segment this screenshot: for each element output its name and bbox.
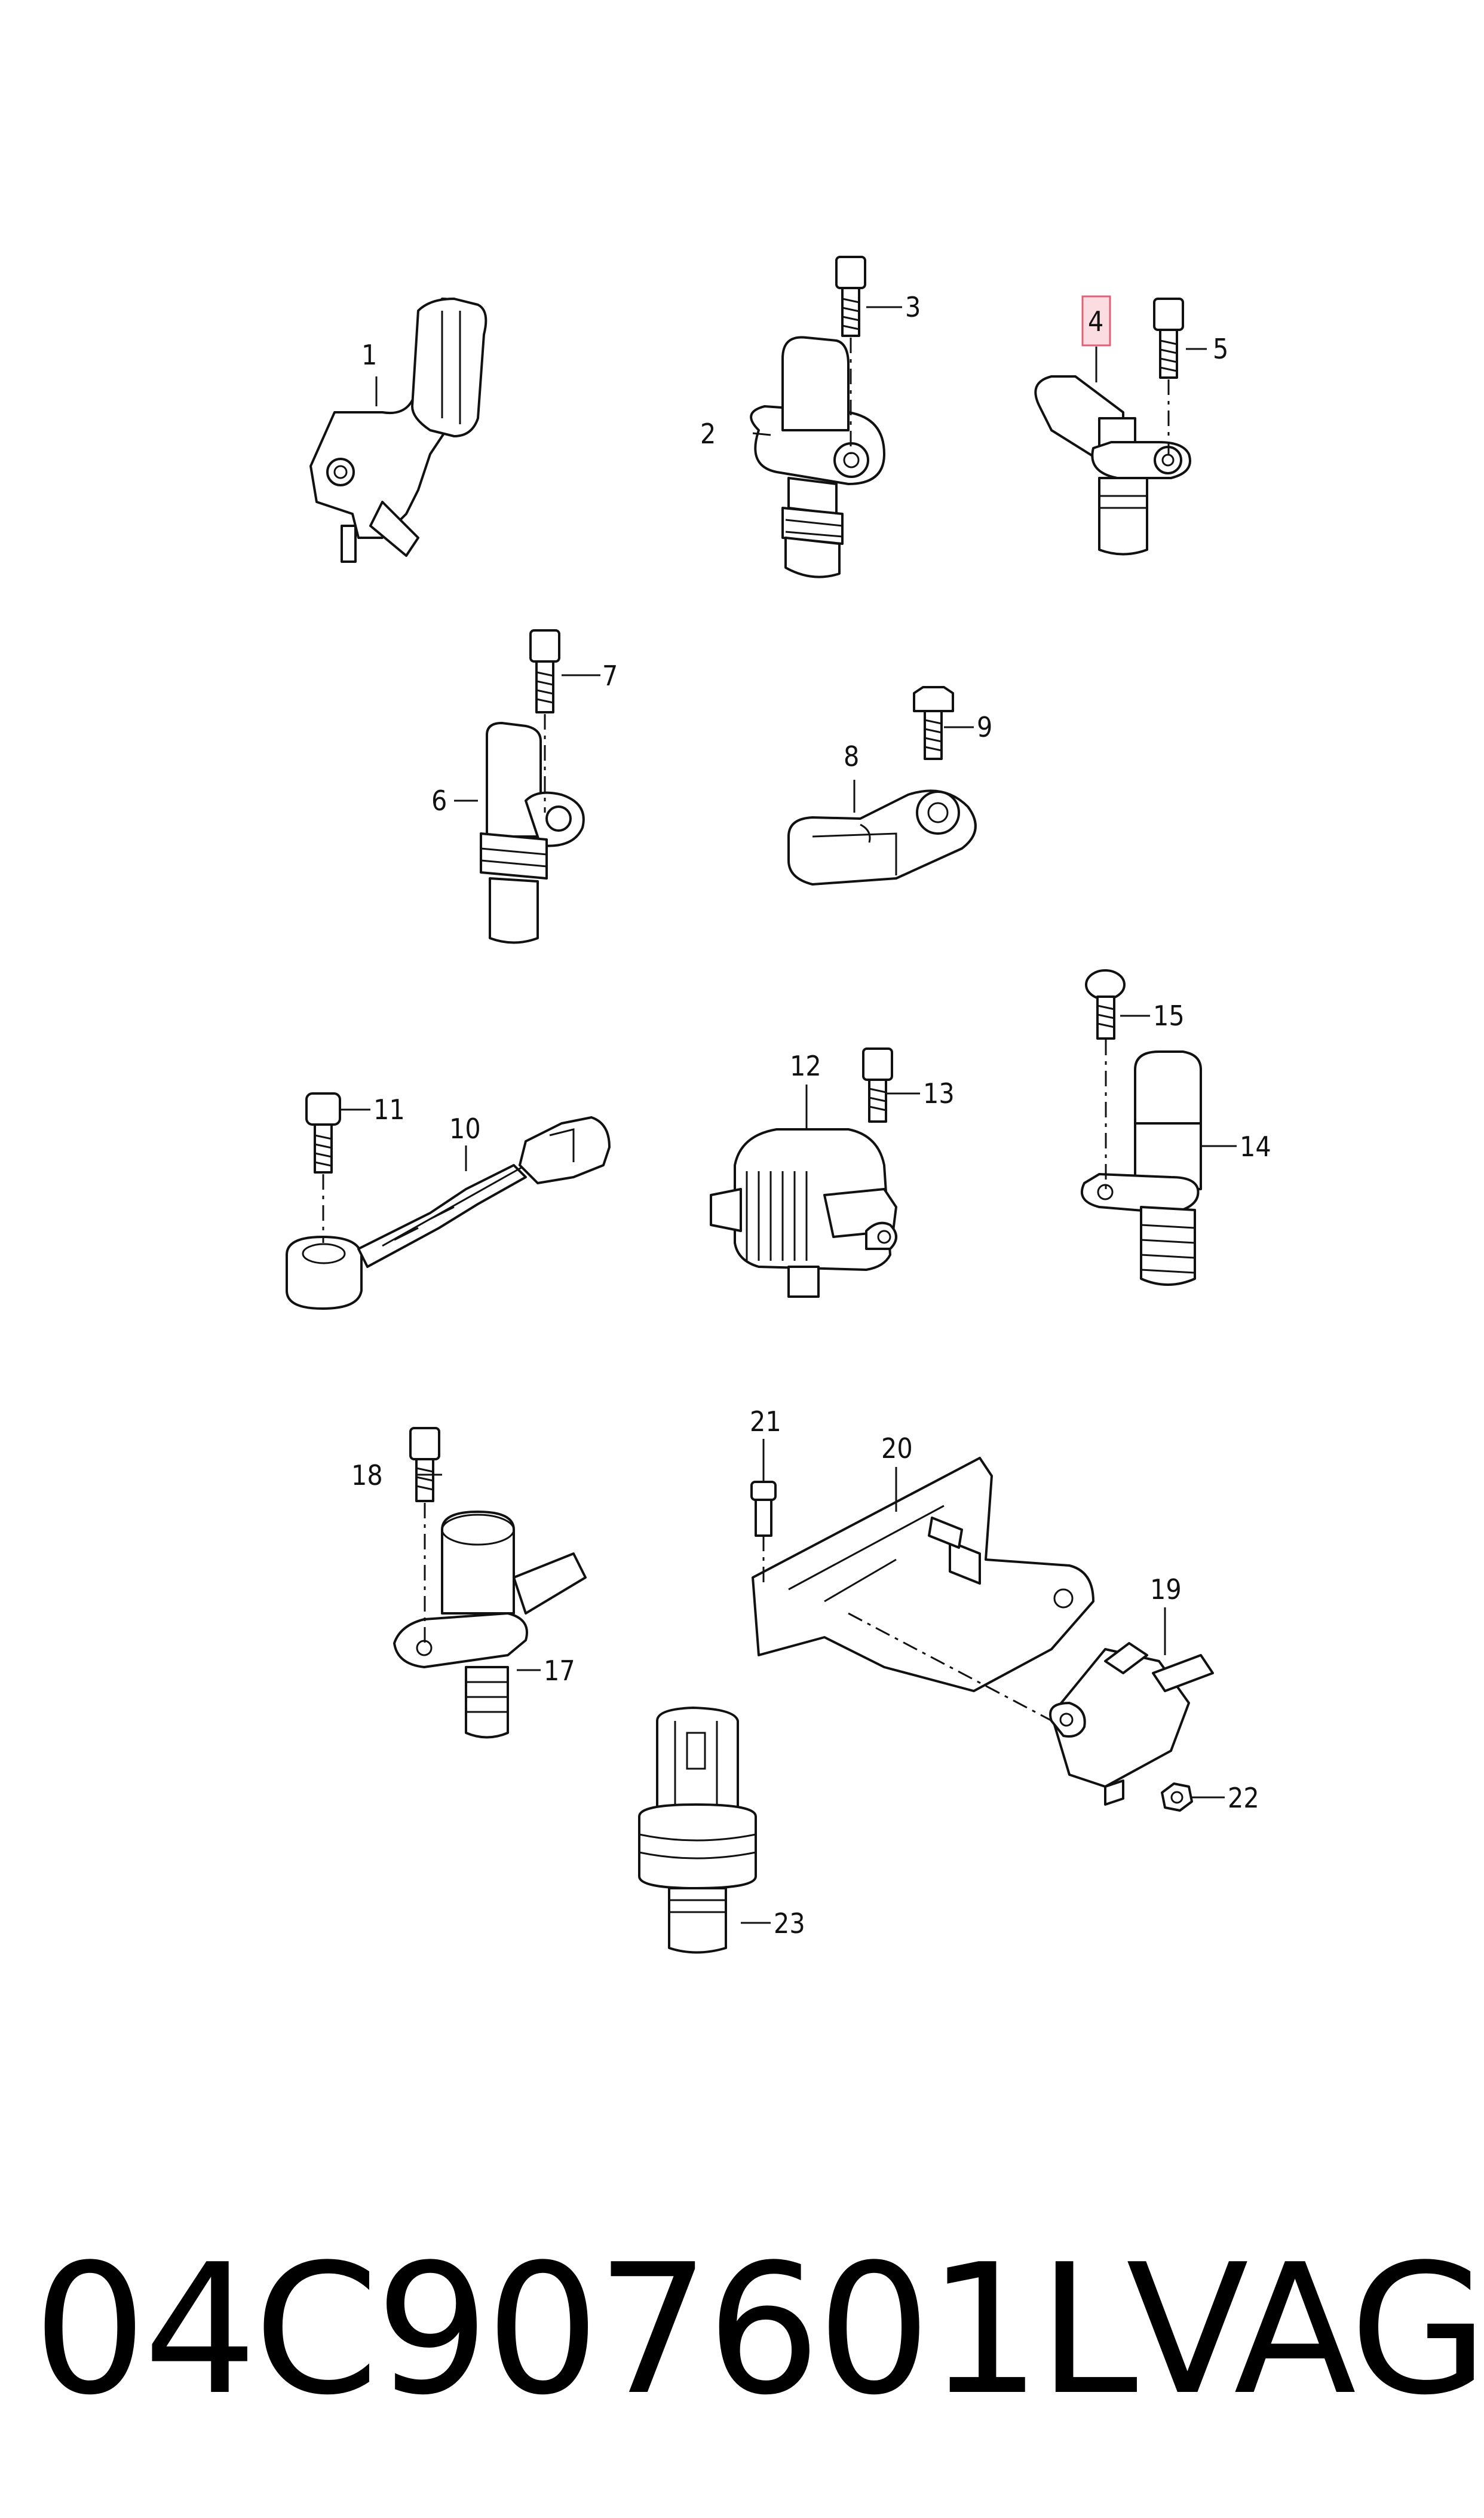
callout-10: 10 <box>449 1113 481 1145</box>
brand-name: VAG <box>1126 2226 1484 2434</box>
callout-21: 21 <box>750 1405 781 1438</box>
callout-3: 3 <box>905 291 921 323</box>
part-21-bolt <box>750 1481 777 1583</box>
part-1-sensor <box>309 298 487 563</box>
callout-15: 15 <box>1153 1000 1185 1032</box>
part-2-sensor <box>750 336 885 578</box>
callout-1: 1 <box>361 339 377 371</box>
part-4-sensor <box>1034 375 1191 556</box>
callout-4-highlight <box>1081 295 1111 347</box>
part-22-nut <box>1161 1782 1193 1812</box>
part-9-bolt <box>913 686 954 760</box>
part-14-solenoid <box>1081 1050 1202 1286</box>
part-13-bolt <box>862 1047 893 1123</box>
parts-diagram: 1 2 3 4 5 6 7 8 9 10 11 12 13 14 15 17 1… <box>286 256 1271 1954</box>
part-17-sensor <box>393 1511 587 1739</box>
callout-23: 23 <box>774 1907 805 1940</box>
footer-caption: 04C907601L VAG <box>33 2223 1484 2438</box>
part-8-sensor <box>787 789 977 886</box>
part-12-actuator <box>710 1128 897 1298</box>
callout-6: 6 <box>431 785 447 817</box>
part-5-bolt <box>1153 298 1184 454</box>
callout-12: 12 <box>790 1050 821 1082</box>
callout-22: 22 <box>1228 1782 1259 1814</box>
callout-8: 8 <box>844 740 859 773</box>
part-number: 04C907601L <box>33 2226 1138 2434</box>
part-10-knock-sensor <box>286 1116 611 1310</box>
part-3-bolt <box>835 256 866 454</box>
part-6-sensor <box>480 722 585 944</box>
part-11-bolt <box>305 1092 341 1243</box>
callout-20: 20 <box>881 1432 913 1465</box>
part-20-bracket <box>752 1457 1094 1728</box>
callout-19: 19 <box>1150 1573 1182 1606</box>
callout-4: 4 <box>1088 305 1103 338</box>
part-15-bolt <box>1085 969 1126 1189</box>
callout-13: 13 <box>923 1077 955 1110</box>
callout-11: 11 <box>373 1093 405 1126</box>
callout-2: 2 <box>700 418 716 450</box>
part-19-sensor <box>1049 1642 1214 1806</box>
callout-7: 7 <box>602 660 618 692</box>
callout-9: 9 <box>977 711 992 743</box>
callout-5: 5 <box>1213 333 1228 365</box>
callout-17: 17 <box>544 1655 575 1687</box>
part-7-bolt <box>529 629 560 813</box>
part-18-bolt <box>409 1427 440 1643</box>
callout-14: 14 <box>1240 1131 1271 1163</box>
callout-18: 18 <box>351 1459 383 1491</box>
part-23-pressure-switch <box>638 1707 757 1954</box>
